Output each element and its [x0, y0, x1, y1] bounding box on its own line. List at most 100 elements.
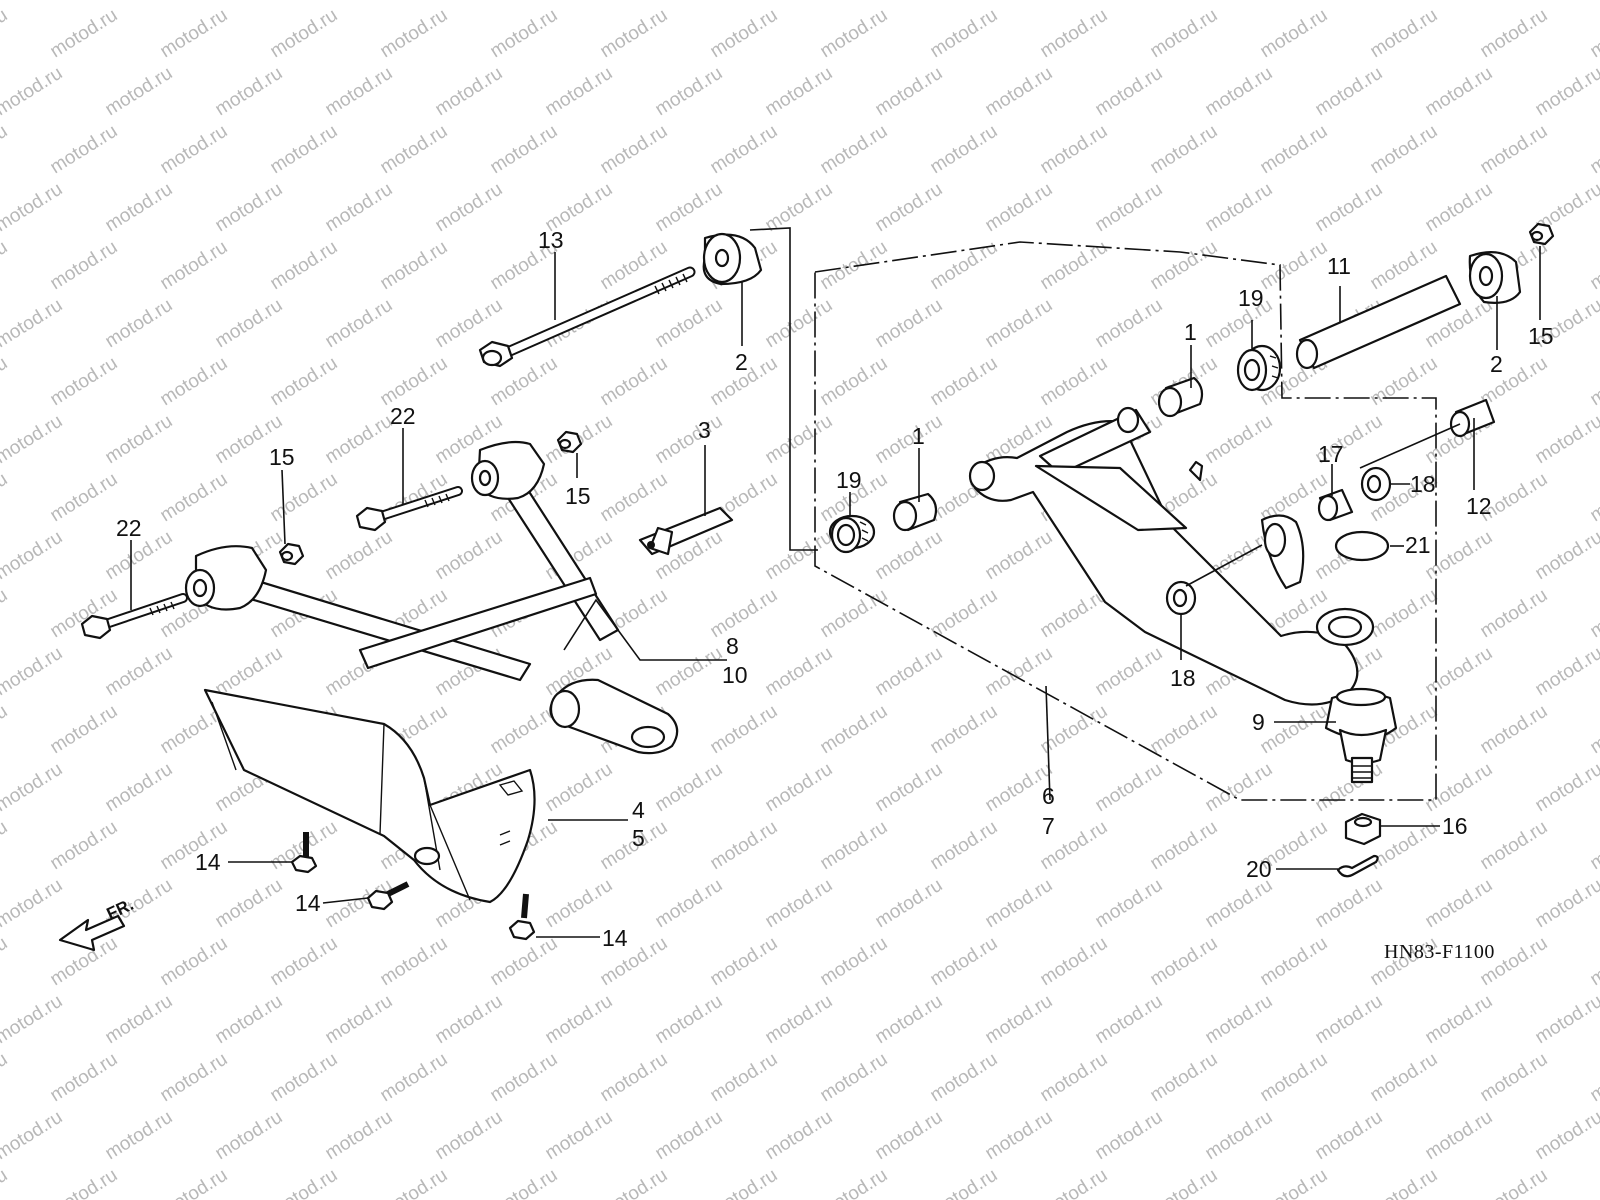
watermark-text: motod.ru: [1147, 1049, 1222, 1107]
callout-14-b: 14: [295, 890, 321, 916]
watermark-text: motod.ru: [927, 121, 1002, 179]
watermark-text: motod.ru: [322, 295, 397, 353]
watermark-text: motod.ru: [432, 179, 507, 237]
watermark-text: motod.ru: [1587, 933, 1600, 991]
callout-15-upper: 15: [565, 483, 591, 509]
watermark-text: motod.ru: [1037, 353, 1112, 411]
watermark-text: motod.ru: [542, 1107, 617, 1165]
watermark-text: motod.ru: [542, 63, 617, 121]
watermark-text: motod.ru: [47, 5, 122, 63]
watermark-text: motod.ru: [1587, 121, 1600, 179]
watermark-text: motod.ru: [267, 1049, 342, 1107]
watermark-text: motod.ru: [322, 179, 397, 237]
watermark-text: motod.ru: [212, 875, 287, 933]
watermark-text: motod.ru: [0, 1049, 11, 1107]
watermark-text: motod.ru: [652, 0, 727, 4]
watermark-text: motod.ru: [0, 817, 11, 875]
watermark-text: motod.ru: [927, 353, 1002, 411]
watermark-text: motod.ru: [1587, 1165, 1600, 1200]
watermark-text: motod.ru: [1037, 121, 1112, 179]
watermark-text: motod.ru: [1092, 875, 1167, 933]
watermark-text: motod.ru: [817, 1049, 892, 1107]
watermark-text: motod.ru: [267, 237, 342, 295]
seal-18-lower: [1165, 580, 1197, 616]
seal-19-left: [828, 514, 876, 554]
watermark-text: motod.ru: [377, 5, 452, 63]
watermark-text: motod.ru: [982, 643, 1057, 701]
watermark-text: motod.ru: [1147, 5, 1222, 63]
watermark-text: motod.ru: [707, 5, 782, 63]
watermark-text: motod.ru: [322, 991, 397, 1049]
watermark-text: motod.ru: [267, 5, 342, 63]
watermark-text: motod.ru: [1092, 295, 1167, 353]
watermark-text: motod.ru: [267, 469, 342, 527]
watermark-text: motod.ru: [652, 1107, 727, 1165]
watermark-text: motod.ru: [157, 1165, 232, 1200]
watermark-text: motod.ru: [1257, 237, 1332, 295]
watermark-text: motod.ru: [1532, 63, 1600, 121]
watermark-text: motod.ru: [872, 179, 947, 237]
watermark-text: motod.ru: [1202, 991, 1277, 1049]
watermark-text: motod.ru: [1587, 1049, 1600, 1107]
callout-18-lower: 18: [1170, 665, 1196, 691]
watermark-text: motod.ru: [267, 1165, 342, 1200]
callout-2-top: 2: [735, 349, 748, 375]
watermark-text: motod.ru: [377, 121, 452, 179]
watermark-text: motod.ru: [1587, 817, 1600, 875]
watermark-text: motod.ru: [1257, 933, 1332, 991]
watermark-text: motod.ru: [377, 353, 452, 411]
watermark-text: motod.ru: [1037, 5, 1112, 63]
diagram-code: HN83-F1100: [1384, 941, 1495, 963]
watermark-text: motod.ru: [1202, 63, 1277, 121]
callout-20: 20: [1246, 856, 1272, 882]
watermark-text: motod.ru: [1312, 179, 1387, 237]
watermark-text: motod.ru: [0, 121, 11, 179]
watermark-text: motod.ru: [982, 0, 1057, 4]
watermark-text: motod.ru: [322, 411, 397, 469]
callout-22-upper: 22: [390, 403, 416, 429]
watermark-text: motod.ru: [322, 1107, 397, 1165]
watermark-text: motod.ru: [1477, 817, 1552, 875]
watermark-text: motod.ru: [0, 0, 66, 4]
washer-2-right: [1468, 251, 1522, 304]
watermark-text: motod.ru: [982, 179, 1057, 237]
watermark-text: motod.ru: [872, 527, 947, 585]
cotter-pin-20: [1336, 854, 1379, 878]
watermark-text: motod.ru: [1202, 1107, 1277, 1165]
watermark-text: motod.ru: [0, 179, 66, 237]
watermark-text: motod.ru: [982, 991, 1057, 1049]
callout-17: 17: [1318, 441, 1344, 467]
assembly-6-7-frame: [749, 227, 1437, 801]
callout-21: 21: [1405, 532, 1431, 558]
watermark-text: motod.ru: [0, 5, 11, 63]
callout-13: 13: [538, 227, 564, 253]
watermark-text: motod.ru: [1037, 237, 1112, 295]
watermark-text: motod.ru: [652, 643, 727, 701]
watermark-text: motod.ru: [1257, 701, 1332, 759]
callout-6: 6: [1042, 783, 1055, 809]
watermark-text: motod.ru: [1092, 643, 1167, 701]
watermark-text: motod.ru: [487, 5, 562, 63]
watermark-text: motod.ru: [1587, 701, 1600, 759]
watermark-text: motod.ru: [157, 933, 232, 991]
watermark-text: motod.ru: [1202, 0, 1277, 4]
watermark-text: motod.ru: [1037, 1049, 1112, 1107]
watermark-text: motod.ru: [47, 1049, 122, 1107]
watermark-text: motod.ru: [597, 5, 672, 63]
callout-18-right: 18: [1410, 471, 1436, 497]
watermark-text: motod.ru: [1312, 875, 1387, 933]
watermark-text: motod.ru: [1532, 1107, 1600, 1165]
watermark-text: motod.ru: [707, 585, 782, 643]
watermark-text: motod.ru: [652, 875, 727, 933]
watermark-text: motod.ru: [1092, 991, 1167, 1049]
watermark-text: motod.ru: [542, 0, 617, 4]
watermark-text: motod.ru: [157, 353, 232, 411]
watermark-text: motod.ru: [707, 121, 782, 179]
watermark-text: motod.ru: [0, 759, 66, 817]
callout-1-left: 1: [912, 423, 925, 449]
watermark-text: motod.ru: [1202, 875, 1277, 933]
watermark-text: motod.ru: [1257, 1165, 1332, 1200]
watermark-text: motod.ru: [102, 759, 177, 817]
watermark-text: motod.ru: [652, 991, 727, 1049]
